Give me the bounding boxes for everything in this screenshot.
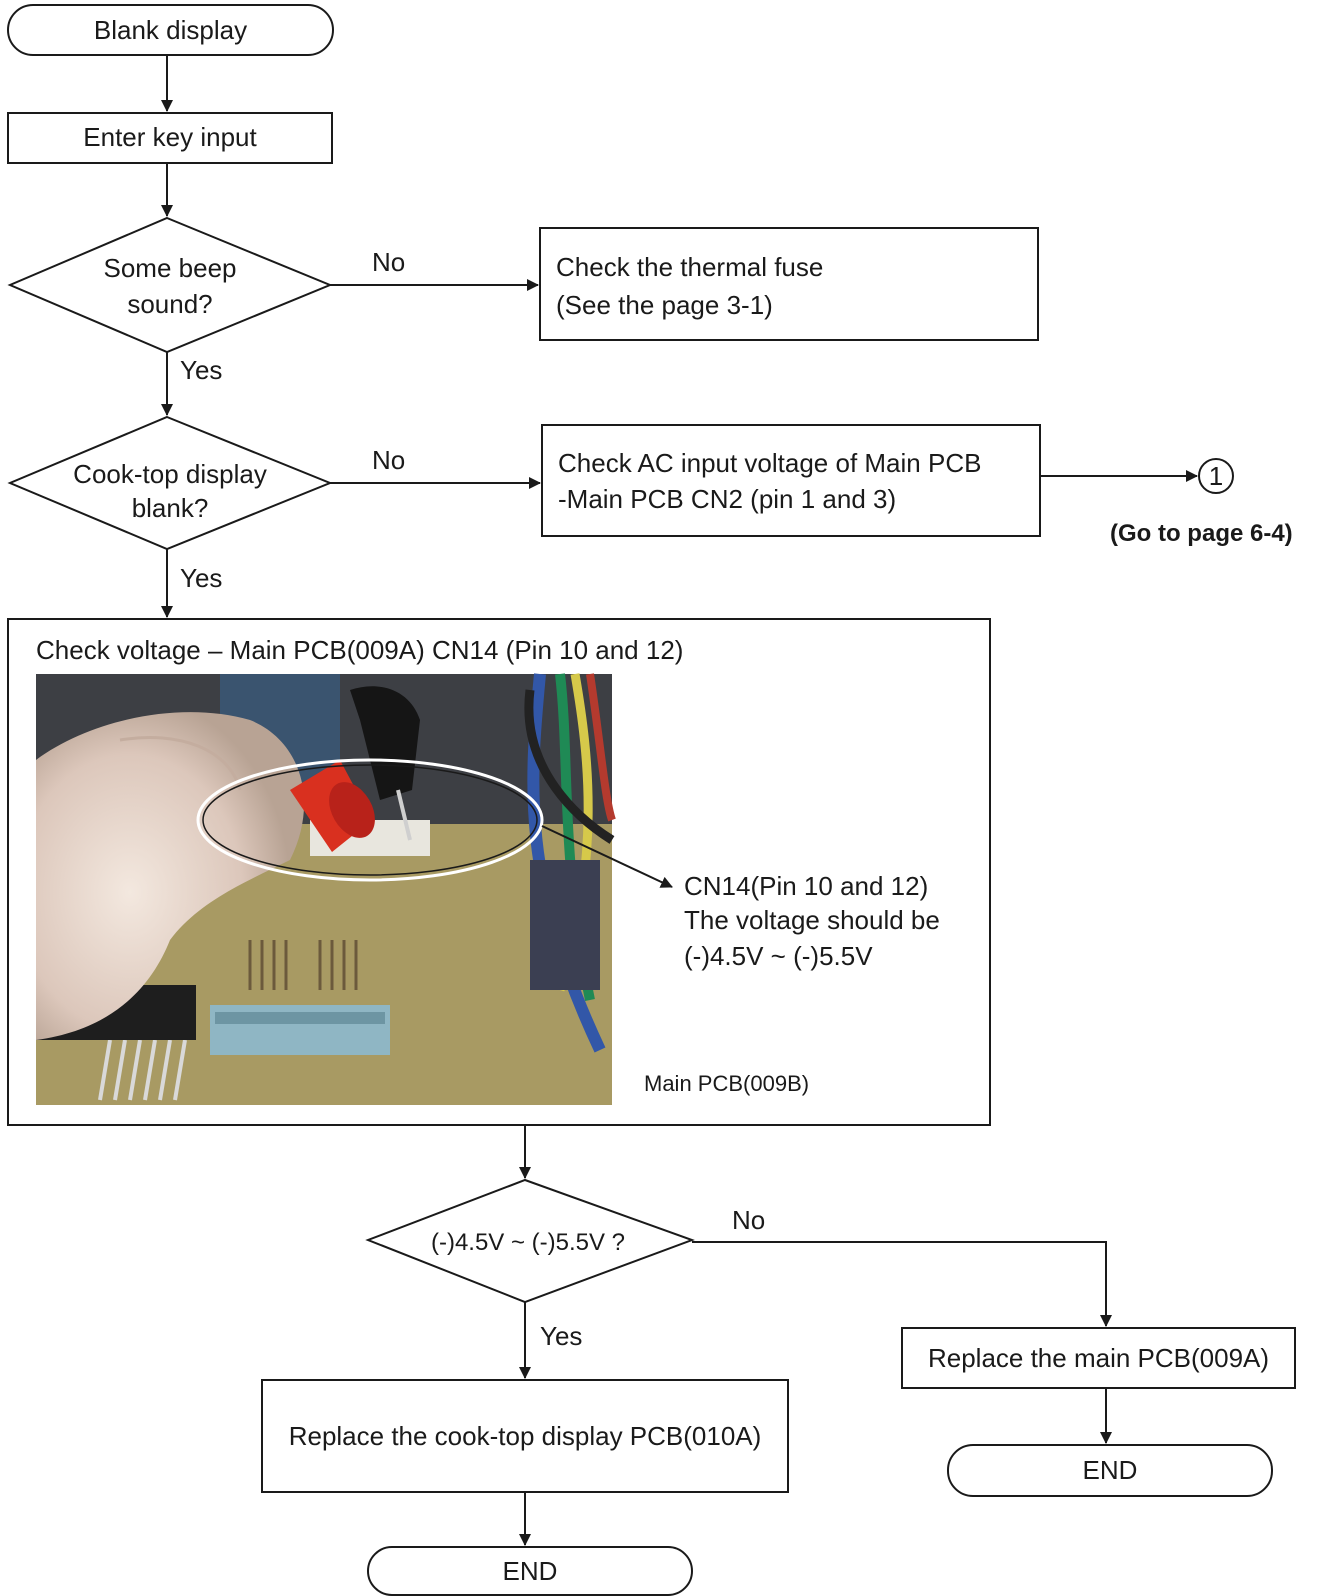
cooktop-question-line2: blank? (131, 493, 209, 523)
callout-line1: CN14(Pin 10 and 12) (684, 871, 929, 901)
beep-question-line1: Some beep (103, 253, 237, 283)
start-terminator (7, 4, 334, 56)
edge-label-yes-beep: Yes (180, 355, 223, 385)
edge-range-no (692, 1241, 1112, 1327)
replace-main-label: Replace the main PCB(009A) (927, 1343, 1270, 1373)
callout-arrow (541, 825, 673, 888)
enter-key-label: Enter key input (83, 122, 257, 152)
callout-line3: (-)4.5V ~ (-)5.5V (684, 941, 873, 971)
range-question: (-)4.5V ~ (-)5.5V ? (430, 1229, 626, 1256)
edge-label-no-cooktop: No (372, 445, 406, 475)
thermal-fuse-line2: (See the page 3-1) (556, 290, 773, 320)
end-left-label: END (502, 1556, 558, 1586)
photo-caption: Main PCB(009B) (644, 1071, 810, 1096)
edge-label-no-beep: No (372, 247, 406, 277)
beep-decision (7, 216, 333, 354)
end-right-label: END (1082, 1455, 1138, 1485)
edge-label-no-range: No (732, 1205, 766, 1235)
replace-main-box (901, 1327, 1296, 1389)
end-right-terminator (947, 1444, 1273, 1497)
replace-display-box (261, 1379, 789, 1493)
connector-number: 1 (1208, 461, 1224, 491)
edge-label-yes-range: Yes (540, 1321, 583, 1351)
callout-line2: The voltage should be (684, 905, 940, 935)
ac-voltage-line2: -Main PCB CN2 (pin 1 and 3) (558, 484, 897, 514)
start-label: Blank display (93, 15, 248, 45)
beep-question-line2: sound? (127, 289, 213, 319)
ac-voltage-line1: Check AC input voltage of Main PCB (558, 448, 982, 478)
check-voltage-box (7, 618, 991, 1126)
cooktop-question-line1: Cook-top display (73, 459, 267, 489)
enter-key-box (7, 112, 333, 164)
edge-label-yes-cooktop: Yes (180, 563, 223, 593)
end-left-terminator (367, 1546, 693, 1596)
ac-voltage-box (541, 424, 1041, 537)
thermal-fuse-box (539, 227, 1039, 341)
pcb-photo (36, 673, 616, 1105)
goto-page-label: (Go to page 6-4) (1110, 520, 1293, 547)
thermal-fuse-line1: Check the thermal fuse (556, 252, 824, 282)
check-voltage-title: Check voltage – Main PCB(009A) CN14 (Pin… (36, 635, 684, 665)
connector-circle (1198, 458, 1234, 494)
replace-display-label: Replace the cook-top display PCB(010A) (288, 1421, 762, 1451)
